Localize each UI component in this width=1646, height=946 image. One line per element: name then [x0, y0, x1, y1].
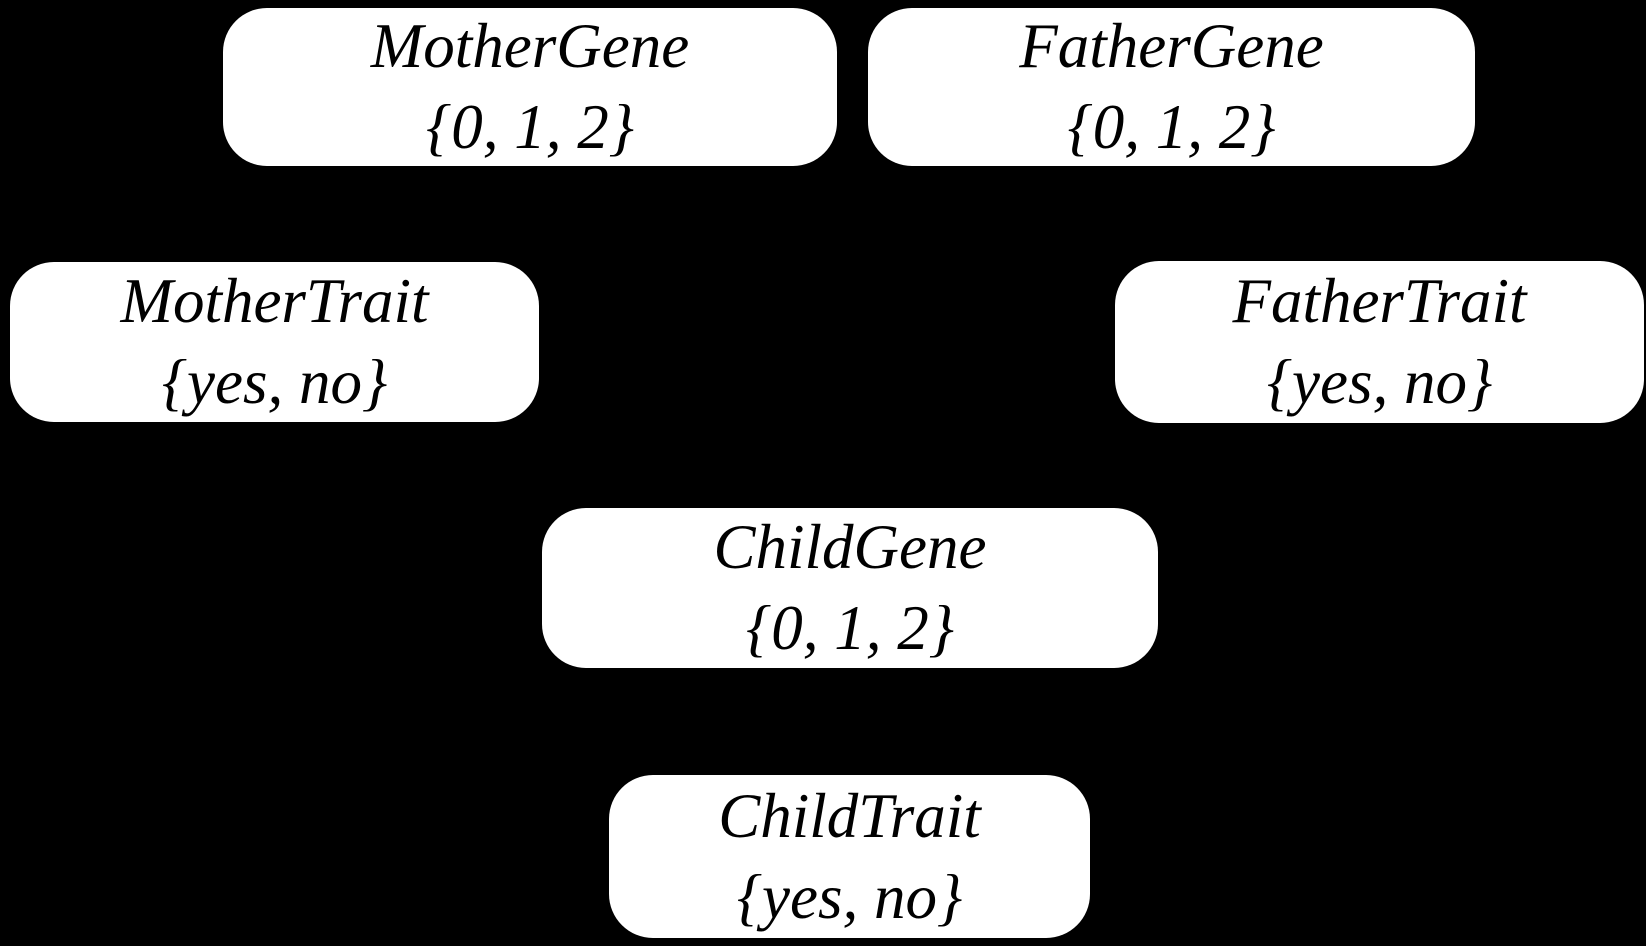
node-father-trait-values: {yes, no} [1266, 347, 1493, 417]
node-father-trait-label: FatherTrait [1232, 266, 1527, 336]
node-mother-gene-label: MotherGene [370, 11, 690, 81]
node-father-gene-values: {0, 1, 2} [1067, 92, 1276, 162]
node-child-gene-label: ChildGene [713, 512, 987, 582]
node-mother-trait-label: MotherTrait [120, 266, 429, 336]
node-child-trait-label: ChildTrait [718, 780, 981, 851]
node-father-gene-label: FatherGene [1019, 11, 1324, 81]
node-child-gene-values: {0, 1, 2} [746, 593, 954, 663]
node-child-trait-values: {yes, no} [736, 861, 963, 932]
node-child-gene: ChildGene {0, 1, 2} [542, 508, 1158, 668]
node-mother-trait-values: {yes, no} [161, 347, 388, 417]
node-mother-gene: MotherGene {0, 1, 2} [223, 8, 837, 166]
node-father-trait: FatherTrait {yes, no} [1115, 261, 1644, 423]
node-mother-trait: MotherTrait {yes, no} [10, 262, 539, 422]
node-mother-gene-values: {0, 1, 2} [426, 92, 634, 162]
node-child-trait: ChildTrait {yes, no} [609, 775, 1090, 938]
node-father-gene: FatherGene {0, 1, 2} [868, 8, 1475, 166]
